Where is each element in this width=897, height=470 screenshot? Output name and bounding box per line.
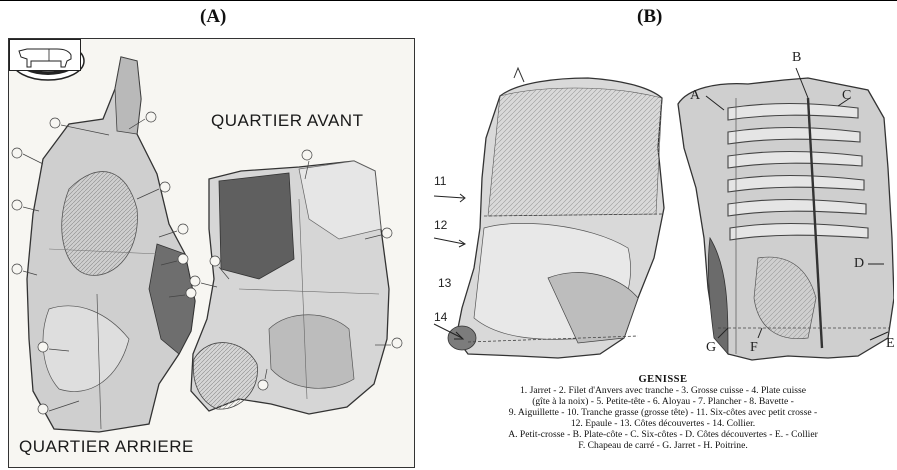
figure-caption: GENISSE 1. Jarret - 2. Filet d'Anvers av… [432, 374, 894, 451]
cow-diagram-icon [9, 39, 81, 71]
beef-quarters-drawing [9, 39, 414, 467]
cut-number-11: 11 [434, 174, 446, 188]
caption-line: A. Petit-crosse - B. Plate-côte - C. Six… [432, 429, 894, 440]
caption-line: 9. Aiguillette - 10. Tranche grasse (gro… [432, 407, 894, 418]
panel-b-label: (B) [637, 6, 662, 28]
caption-line: (gîte à la noix) - 5. Petite-tête - 6. A… [432, 396, 894, 407]
cut-letter-g: G [706, 340, 716, 356]
cut-number-12: 12 [434, 218, 447, 232]
cut-letter-e: E [886, 336, 894, 352]
heifer-halves-drawing [428, 38, 894, 374]
cut-letter-d: D [854, 256, 864, 272]
cut-number-14: 14 [434, 310, 447, 324]
top-rule [0, 0, 897, 1]
caption-title: GENISSE [432, 374, 894, 385]
caption-line: 1. Jarret - 2. Filet d'Anvers avec tranc… [432, 385, 894, 396]
panel-a-illustration: QUARTIER AVANT QUARTIER ARRIERE [8, 38, 415, 468]
quartier-arriere-title: QUARTIER ARRIERE [19, 437, 194, 457]
caption-line: F. Chapeau de carré - G. Jarret - H. Poi… [432, 440, 894, 451]
cut-letter-b: B [792, 50, 801, 66]
cut-letter-a: A [690, 88, 700, 104]
panel-a-label: (A) [200, 6, 226, 28]
caption-line: 12. Epaule - 13. Côtes découvertes - 14.… [432, 418, 894, 429]
cut-letter-f: F [750, 340, 758, 356]
cut-letter-c: C [842, 88, 851, 104]
quartier-avant-title: QUARTIER AVANT [211, 111, 363, 131]
cut-number-13: 13 [438, 276, 451, 290]
